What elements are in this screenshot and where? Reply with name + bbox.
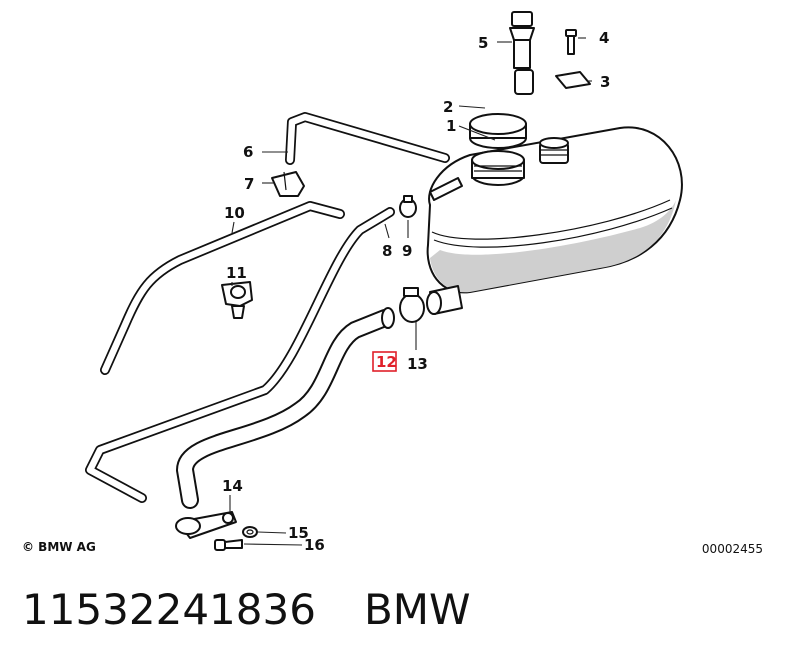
brand-name: BMW (363, 585, 471, 634)
callout-8-label-10: 10 (224, 204, 245, 222)
expansion-tank (426, 126, 683, 315)
callout-1: 1 (446, 117, 456, 135)
callout-6: 6 (243, 143, 253, 161)
washer (242, 526, 258, 538)
coolant-hose (176, 307, 395, 509)
return-tube (85, 207, 395, 503)
vent-tube (285, 112, 450, 165)
callout-11: 11 (226, 264, 247, 282)
callout-14: 14 (222, 477, 243, 495)
screw-and-clip-nut (555, 29, 591, 89)
callout-7: 7 (244, 175, 254, 193)
lower-clamp (175, 511, 237, 539)
callout-4: 4 (599, 29, 609, 47)
callout-9: 9 (402, 242, 412, 260)
part-number: 11532241836 (22, 585, 316, 634)
hose-clip (221, 281, 253, 319)
parts-diagram: 1 2 3 4 5 6 7 10 11 8 9 12 13 14 15 16 (85, 11, 683, 554)
bolt (214, 539, 243, 551)
part-caption: 11532241836 BMW (22, 585, 519, 634)
drawing-number: 00002455 (701, 542, 763, 556)
callout-2: 2 (443, 98, 453, 116)
bleed-line (100, 201, 345, 375)
callout-13: 13 (407, 355, 428, 373)
leader-lines (229, 37, 592, 546)
large-hose-clamp (399, 287, 425, 323)
callout-12[interactable]: 12 (376, 353, 397, 371)
copyright-notice: © BMW AG (22, 540, 96, 554)
filler-cap (469, 113, 527, 149)
bracket (271, 171, 305, 197)
small-hose-clamp (399, 195, 417, 218)
callout-15: 15 (288, 524, 309, 542)
callout-16: 16 (304, 536, 325, 554)
callout-3: 3 (600, 73, 610, 91)
callout-8: 8 (382, 242, 392, 260)
level-sensor (509, 11, 535, 95)
highlight-box-12 (372, 351, 397, 372)
callout-5: 5 (478, 34, 488, 52)
